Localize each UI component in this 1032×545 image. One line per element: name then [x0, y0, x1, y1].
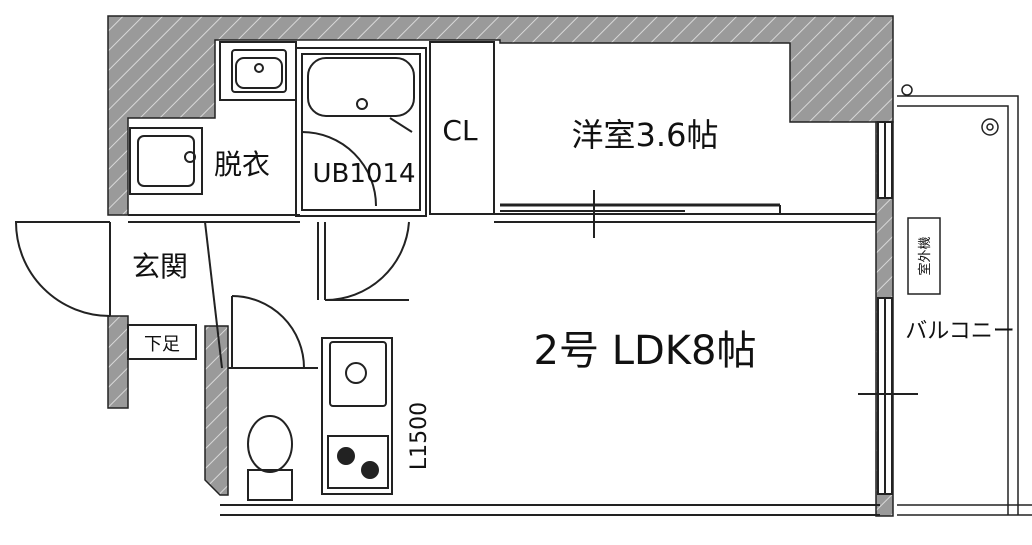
toilet	[247, 415, 293, 501]
dressing-label: 脱衣	[214, 148, 270, 181]
kitchen-sink	[329, 341, 387, 407]
windows	[858, 121, 918, 495]
exterior-walls	[107, 15, 894, 517]
door-swings	[14, 131, 410, 369]
closet-label: CL	[442, 114, 478, 147]
bathtub	[307, 57, 415, 133]
washbasin	[231, 49, 287, 93]
sliding-doors	[500, 190, 781, 238]
washing-machine	[129, 127, 203, 195]
stove	[327, 435, 389, 489]
balcony	[897, 84, 1032, 516]
kitchen-length-label: L1500	[407, 402, 432, 470]
entrance-label: 玄関	[132, 250, 188, 283]
balcony-label: バルコニー	[905, 319, 1015, 344]
western-room-label: 洋室3.6帖	[572, 116, 719, 154]
shoe-box-label: 下足	[144, 334, 180, 355]
interior-walls	[127, 41, 880, 516]
outdoor-unit-label: 室外機	[917, 236, 933, 275]
ldk-label: 2号 LDK8帖	[534, 328, 757, 374]
unit-bath-label: UB1014	[312, 159, 415, 189]
